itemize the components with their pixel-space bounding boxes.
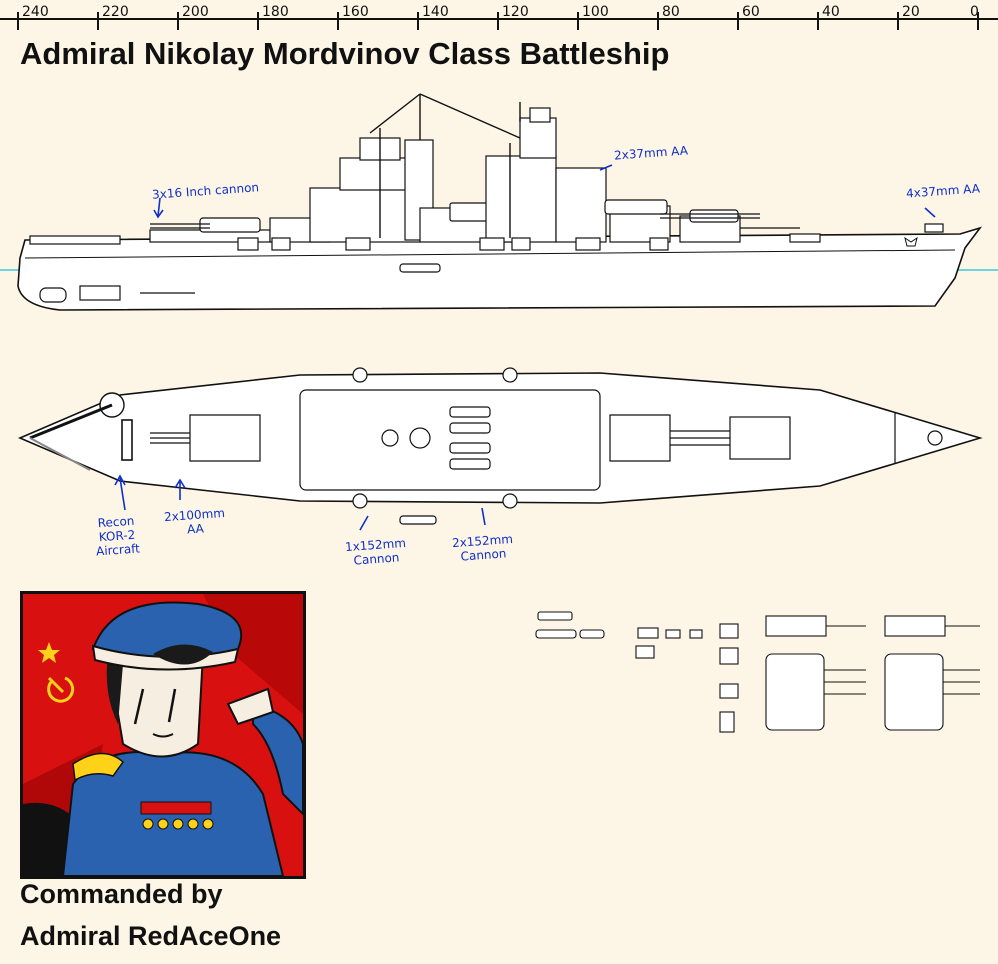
page-title: Admiral Nikolay Mordvinov Class Battlesh… <box>20 36 670 71</box>
ruler-label: 40 <box>822 4 840 20</box>
ship-top-view <box>17 367 983 525</box>
ruler-label: 140 <box>422 4 449 20</box>
ruler-label: 20 <box>902 4 920 20</box>
star-icon <box>38 642 60 663</box>
turret-parts-legend <box>535 611 980 733</box>
ruler-label: 80 <box>662 4 680 20</box>
ruler-label: 0 <box>970 4 979 20</box>
commander-credit-line2: Admiral RedAceOne <box>20 921 282 951</box>
ship-side-profile <box>0 93 998 311</box>
ruler-label: 160 <box>342 4 369 20</box>
ruler-label: 220 <box>102 4 129 20</box>
hammer-sickle-icon <box>47 676 75 703</box>
commander-credit-line1: Commanded by <box>20 879 223 909</box>
ruler-label: 240 <box>22 4 49 20</box>
ruler-label: 120 <box>502 4 529 20</box>
ruler-label: 60 <box>742 4 760 20</box>
ruler-label: 100 <box>582 4 609 20</box>
ruler-label: 200 <box>182 4 209 20</box>
ruler-label: 180 <box>262 4 289 20</box>
annotation-152-single: 1x152mm Cannon <box>335 535 417 569</box>
commander-portrait <box>20 591 306 879</box>
ruler-ticks <box>17 12 979 30</box>
annotation-recon-aircraft: Recon KOR-2 Aircraft <box>81 513 154 560</box>
